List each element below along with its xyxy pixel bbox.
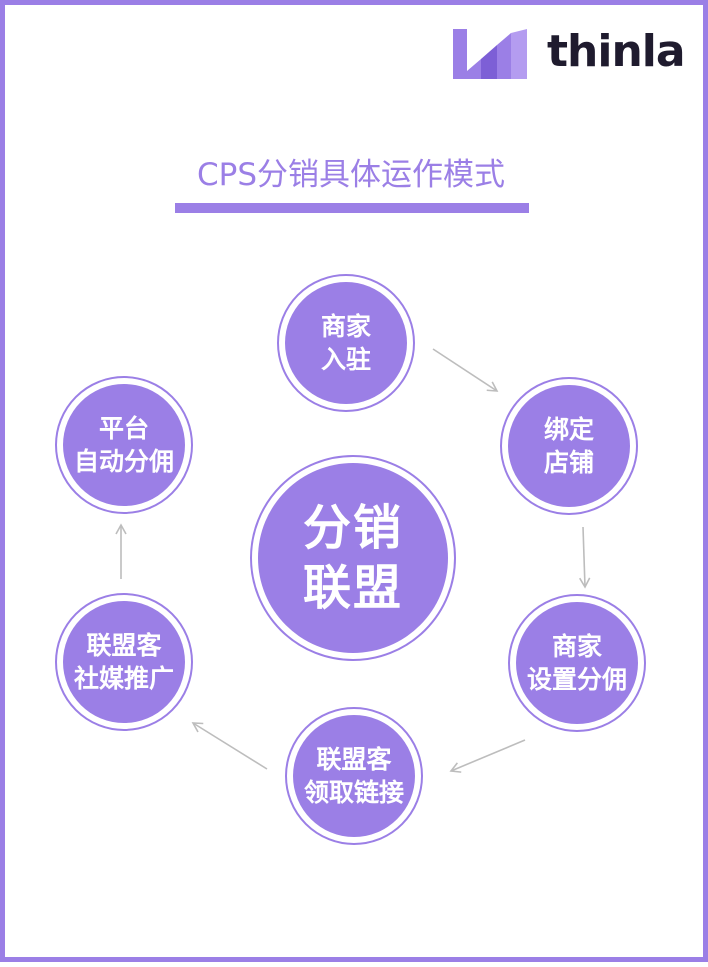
step-2-label-line-2: 店铺 xyxy=(543,448,594,477)
step-3-label-line-2: 设置分佣 xyxy=(526,665,627,694)
step-node-1: 商家 入驻 xyxy=(277,274,415,412)
center-label-line-1: 分销 xyxy=(302,500,403,556)
arrow-2 xyxy=(579,526,591,589)
step-node-4: 联盟客 领取链接 xyxy=(285,707,423,845)
center-node: 分销 联盟 xyxy=(250,455,456,661)
flow-arrows xyxy=(115,348,591,773)
title-underline xyxy=(175,203,529,213)
brand-logo: thinla xyxy=(451,25,686,85)
arrow-4 xyxy=(191,722,268,770)
step-node-3: 商家 设置分佣 xyxy=(508,594,646,732)
step-node-6: 平台 自动分佣 xyxy=(55,376,193,514)
center-label-line-2: 联盟 xyxy=(302,560,403,616)
step-5-label-line-1: 联盟客 xyxy=(86,631,162,660)
step-node-2: 绑定 店铺 xyxy=(500,377,638,515)
step-2-label-line-1: 绑定 xyxy=(543,415,594,444)
arrow-1 xyxy=(432,348,499,392)
logo-wordmark: thinla xyxy=(547,26,686,77)
step-3-label-line-1: 商家 xyxy=(551,632,602,661)
step-6-label-line-2: 自动分佣 xyxy=(73,447,174,476)
step-1-label-line-2: 入驻 xyxy=(320,345,371,374)
step-1-label-line-1: 商家 xyxy=(320,312,371,341)
page-title: CPS分销具体运作模式 xyxy=(196,157,506,193)
step-6-label-line-1: 平台 xyxy=(98,414,149,443)
arrow-3 xyxy=(449,739,526,773)
logo-mark-icon xyxy=(453,29,527,79)
step-4-label-line-2: 领取链接 xyxy=(303,778,404,807)
step-5-label-line-2: 社媒推广 xyxy=(73,664,174,693)
step-4-label-line-1: 联盟客 xyxy=(316,745,392,774)
step-node-5: 联盟客 社媒推广 xyxy=(55,593,193,731)
